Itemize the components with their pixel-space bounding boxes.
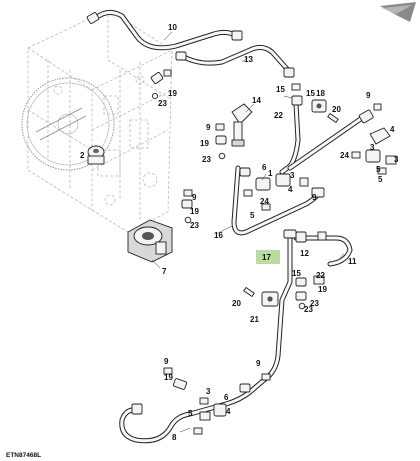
callout-labels: 10 13 14 15 18 20 9 22 23 19 2 1 7 16 24… bbox=[80, 23, 399, 442]
line-16 bbox=[231, 165, 325, 236]
highlight-box-17[interactable]: 17 bbox=[256, 250, 280, 264]
leader-lines bbox=[151, 31, 345, 433]
line-8 bbox=[119, 377, 267, 444]
callout-7[interactable]: 7 bbox=[162, 267, 167, 276]
svg-text:3: 3 bbox=[370, 143, 375, 152]
svg-text:4: 4 bbox=[226, 407, 231, 416]
callout-2[interactable]: 2 bbox=[80, 151, 85, 160]
callout-15[interactable]: 15 bbox=[276, 85, 285, 94]
engine-block-outline bbox=[27, 9, 173, 233]
callout-4[interactable]: 4 bbox=[390, 125, 395, 134]
svg-text:23: 23 bbox=[304, 305, 313, 314]
callout-24[interactable]: 24 bbox=[340, 151, 349, 160]
callout-16[interactable]: 16 bbox=[214, 231, 223, 240]
elbow-fitting-14 bbox=[231, 103, 253, 147]
svg-text:24: 24 bbox=[260, 197, 269, 206]
bolt-20-upper bbox=[327, 112, 339, 124]
svg-text:5: 5 bbox=[188, 409, 193, 418]
callout-11[interactable]: 11 bbox=[348, 257, 357, 266]
callout-3[interactable]: 3 bbox=[394, 155, 399, 164]
svg-text:9: 9 bbox=[256, 359, 261, 368]
callout-22[interactable]: 22 bbox=[274, 111, 283, 120]
callout-10[interactable]: 10 bbox=[168, 23, 177, 32]
svg-text:3: 3 bbox=[206, 387, 211, 396]
svg-text:19: 19 bbox=[200, 139, 209, 148]
callout-8[interactable]: 8 bbox=[172, 433, 177, 442]
svg-text:6: 6 bbox=[224, 393, 229, 402]
line-return bbox=[287, 103, 382, 171]
callout-23[interactable]: 23 bbox=[158, 99, 167, 108]
callout-repeats: 15 23 19 9 23 9 19 23 10 9 4 3 24 5 19 2… bbox=[164, 89, 381, 418]
fitting-cluster-middle bbox=[239, 167, 309, 211]
svg-text:23: 23 bbox=[310, 299, 319, 308]
fitting-group-mid-left bbox=[215, 123, 227, 160]
svg-text:23: 23 bbox=[202, 155, 211, 164]
callout-19[interactable]: 19 bbox=[168, 89, 177, 98]
svg-text:23: 23 bbox=[190, 221, 199, 230]
svg-text:19: 19 bbox=[190, 207, 199, 216]
svg-text:9: 9 bbox=[164, 357, 169, 366]
svg-text:5: 5 bbox=[376, 165, 381, 174]
svg-text:9: 9 bbox=[192, 193, 197, 202]
callout-1[interactable]: 1 bbox=[268, 169, 273, 178]
svg-text:5: 5 bbox=[250, 211, 255, 220]
svg-text:4: 4 bbox=[288, 185, 293, 194]
line-11 bbox=[293, 231, 353, 267]
hydraulic-pump-7 bbox=[127, 219, 173, 263]
line-13 bbox=[175, 44, 295, 78]
highlight-label: 17 bbox=[262, 253, 271, 262]
svg-text:9: 9 bbox=[312, 193, 317, 202]
svg-text:19: 19 bbox=[164, 373, 173, 382]
callout-14[interactable]: 14 bbox=[252, 96, 261, 105]
flywheel-ring-gear bbox=[21, 77, 115, 171]
callout-21[interactable]: 21 bbox=[250, 315, 259, 324]
callout-5[interactable]: 5 bbox=[378, 175, 383, 184]
fitting-group-bottom bbox=[163, 367, 271, 435]
callout-18[interactable]: 18 bbox=[316, 89, 325, 98]
component-2 bbox=[87, 145, 105, 165]
svg-text:19: 19 bbox=[318, 285, 327, 294]
fitting-group-lower-right bbox=[295, 275, 325, 310]
line-10 bbox=[86, 10, 243, 51]
figure-caption: ETN87468L bbox=[6, 452, 41, 459]
svg-text:3: 3 bbox=[290, 171, 295, 180]
clip-18 bbox=[311, 99, 327, 113]
svg-text:22: 22 bbox=[316, 271, 325, 280]
bolt-20-lower bbox=[243, 286, 255, 298]
callout-13[interactable]: 13 bbox=[244, 55, 253, 64]
fitting-group-upper-left bbox=[150, 69, 172, 100]
callout-12[interactable]: 12 bbox=[300, 249, 309, 258]
svg-text:15: 15 bbox=[292, 269, 301, 278]
svg-text:9: 9 bbox=[206, 123, 211, 132]
next-page-arrow-icon[interactable] bbox=[380, 2, 416, 22]
callout-9[interactable]: 9 bbox=[366, 91, 371, 100]
callout-6[interactable]: 6 bbox=[262, 163, 267, 172]
fitting-group-pump bbox=[181, 189, 193, 224]
clip-21 bbox=[261, 291, 279, 307]
svg-text:15: 15 bbox=[306, 89, 315, 98]
svg-text:20: 20 bbox=[232, 299, 241, 308]
callout-20[interactable]: 20 bbox=[332, 105, 341, 114]
bracket-group-right bbox=[351, 127, 397, 175]
